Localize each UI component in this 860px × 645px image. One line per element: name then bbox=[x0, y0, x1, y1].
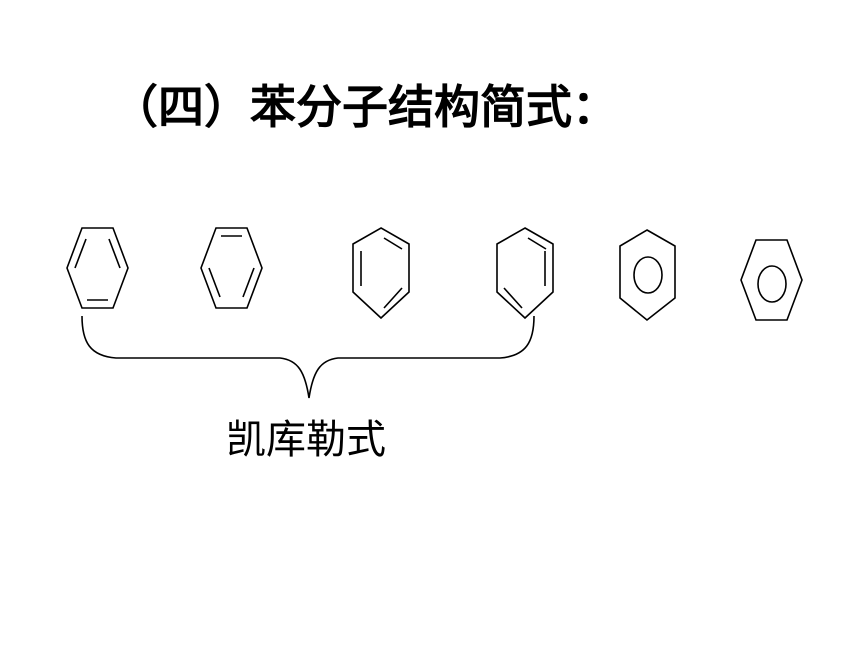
kekule-label: 凯库勒式 bbox=[226, 417, 386, 463]
kekule-curly-brace bbox=[81, 315, 535, 399]
benzene-structure-6 bbox=[740, 239, 803, 321]
benzene-structure-1 bbox=[66, 227, 129, 309]
benzene-structure-2 bbox=[200, 227, 263, 309]
benzene-structure-4 bbox=[496, 227, 554, 320]
benzene-structure-5 bbox=[619, 229, 676, 322]
slide-title: （四）苯分子结构简式： bbox=[112, 80, 618, 134]
benzene-structure-3 bbox=[352, 227, 410, 320]
